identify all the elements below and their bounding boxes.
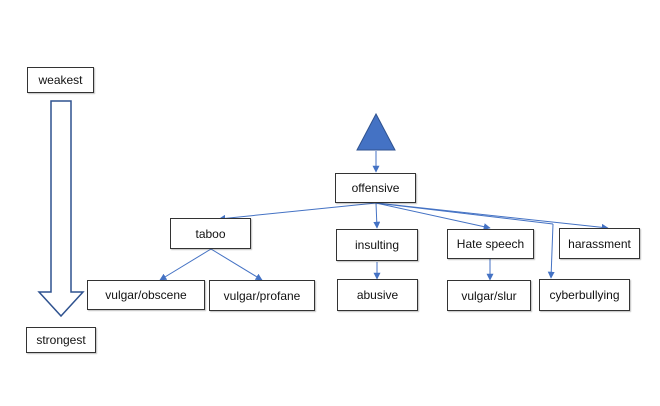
connector-taboo-vulgar-obscene xyxy=(159,248,212,281)
connector-offensive-insulting xyxy=(373,202,381,229)
node-vulgar-profane: vulgar/profane xyxy=(209,280,315,311)
triangle-shape xyxy=(356,112,396,151)
connector-taboo-vulgar-profane xyxy=(210,248,263,281)
node-offensive: offensive xyxy=(335,173,416,203)
node-abusive: abusive xyxy=(337,279,418,311)
connector-offensive-cyberbullying-h xyxy=(375,202,554,225)
scale-weakest-label: weakest xyxy=(27,67,94,93)
node-taboo: taboo xyxy=(170,218,251,249)
node-harassment: harassment xyxy=(559,228,640,259)
node-cyberbullying: cyberbullying xyxy=(539,279,630,311)
node-hate-speech: Hate speech xyxy=(447,229,534,259)
scale-arrow xyxy=(37,100,85,318)
connector-offensive-hate-speech xyxy=(375,202,491,231)
scale-strongest-label: strongest xyxy=(26,327,96,353)
node-insulting: insulting xyxy=(336,229,418,261)
connector-offensive-taboo xyxy=(218,202,377,222)
node-vulgar-slur: vulgar/slur xyxy=(447,280,531,311)
connector-offensive-cyberbullying-v xyxy=(547,223,555,279)
node-vulgar-obscene: vulgar/obscene xyxy=(87,280,205,310)
